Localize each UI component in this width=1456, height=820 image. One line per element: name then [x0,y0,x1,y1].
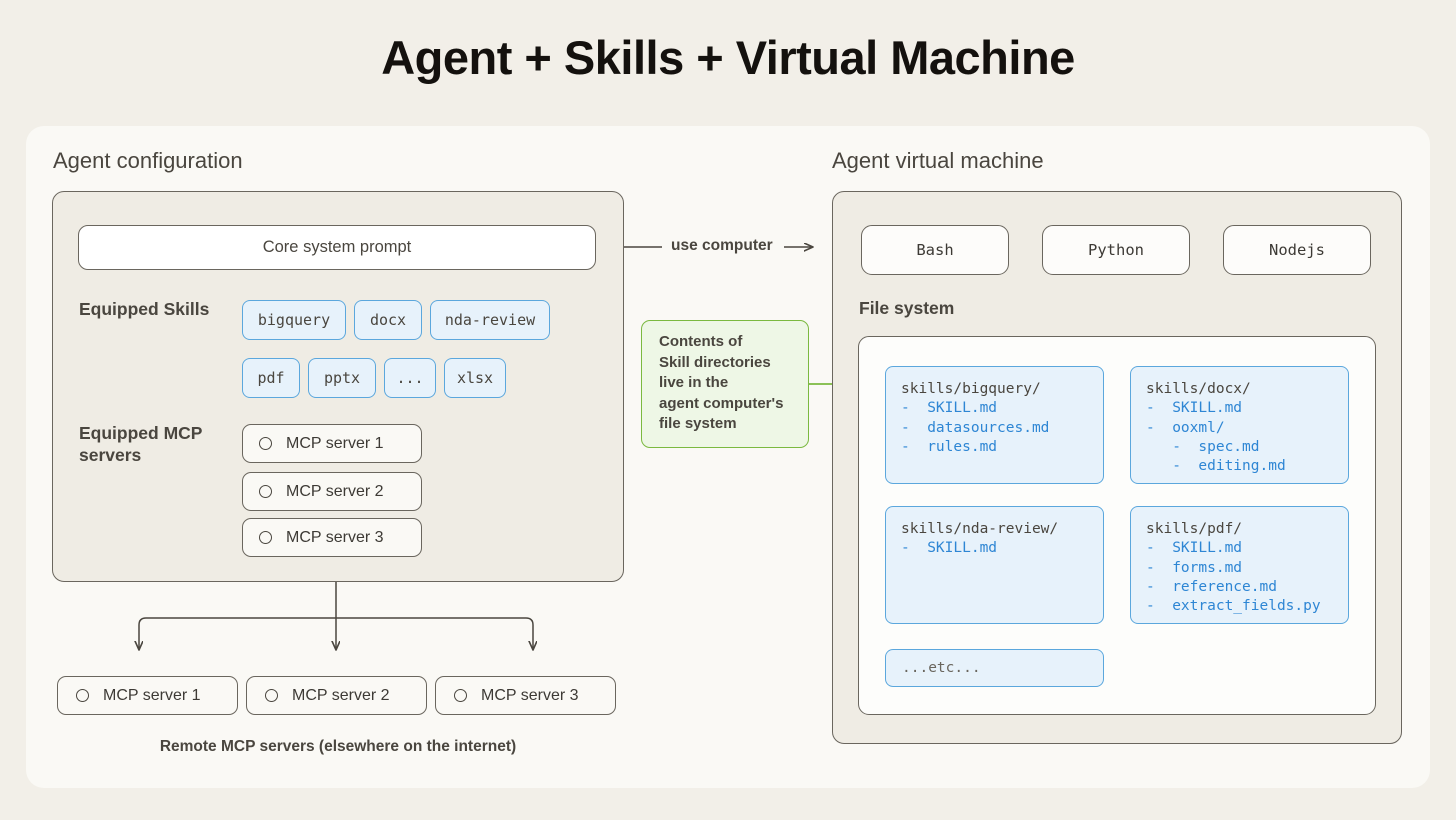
runtime-chip[interactable]: Nodejs [1223,225,1371,275]
skill-chip[interactable]: nda-review [430,300,550,340]
equipped-mcp-server-label: MCP server 1 [286,434,384,452]
skill-directory-file: - SKILL.md [901,400,998,417]
skill-chip[interactable]: pptx [308,358,376,398]
equipped-mcp-servers-label: Equipped MCP servers [79,423,203,465]
skill-directory-card: skills/docx/ - SKILL.md - ooxml/ - spec.md… [1130,366,1349,484]
skill-directory-file: - editing.md [1146,458,1286,475]
skill-directory-file: - SKILL.md [901,540,998,557]
remote-mcp-server-row[interactable]: MCP server 2 [246,676,427,715]
remote-mcp-caption: Remote MCP servers (elsewhere on the int… [159,738,517,755]
skill-directory-file: - datasources.md [901,419,1050,436]
equipped-skills-label: Equipped Skills [79,299,210,319]
remote-mcp-server-label: MCP server 1 [103,686,201,704]
runtime-chip[interactable]: Python [1042,225,1190,275]
equipped-mcp-server-row[interactable]: MCP server 3 [242,518,422,557]
equipped-mcp-server-row[interactable]: MCP server 1 [242,424,422,463]
equipped-mcp-server-label: MCP server 3 [286,528,384,546]
skill-directory-file: - SKILL.md [1146,540,1243,557]
runtime-chip[interactable]: Bash [861,225,1009,275]
mcp-server-circle-icon [265,689,278,702]
skill-directory-file: - forms.md [1146,559,1243,576]
skill-directory-file: - ooxml/ [1146,419,1225,436]
skill-directory-file: - rules.md [901,438,998,455]
mcp-server-circle-icon [76,689,89,702]
skill-directory-file: - SKILL.md [1146,400,1243,417]
skill-directory-file: - extract_fields.py [1146,598,1321,615]
file-system-label: File system [859,298,955,318]
skill-directory-path: skills/nda-review/ [901,521,1059,537]
skill-chip[interactable]: docx [354,300,422,340]
remote-mcp-server-row[interactable]: MCP server 1 [57,676,238,715]
agent-virtual-machine-heading: Agent virtual machine [832,148,1044,173]
skill-directory-file: - reference.md [1146,578,1277,595]
skill-directory-card: skills/bigquery/ - SKILL.md - datasources.… [885,366,1104,484]
mcp-server-circle-icon [259,485,272,498]
skill-chip[interactable]: bigquery [242,300,346,340]
remote-mcp-server-label: MCP server 2 [292,686,390,704]
etc-card: ...etc... [885,649,1104,687]
remote-mcp-server-label: MCP server 3 [481,686,579,704]
skill-directory-card: skills/nda-review/ - SKILL.md [885,506,1104,624]
core-system-prompt-box[interactable]: Core system prompt [78,225,596,270]
mcp-server-circle-icon [259,531,272,544]
page-title: Agent + Skills + Virtual Machine [381,31,1075,84]
skill-directory-file: - spec.md [1146,438,1260,455]
remote-mcp-server-row[interactable]: MCP server 3 [435,676,616,715]
agent-configuration-heading: Agent configuration [53,148,243,173]
skill-directory-path: skills/bigquery/ [901,381,1041,397]
skill-directories-callout: Contents of Skill directories live in th… [641,320,809,448]
mcp-server-circle-icon [259,437,272,450]
equipped-mcp-server-label: MCP server 2 [286,482,384,500]
skill-chip[interactable]: ... [384,358,436,398]
mcp-server-circle-icon [454,689,467,702]
equipped-mcp-server-row[interactable]: MCP server 2 [242,472,422,511]
skill-chip[interactable]: xlsx [444,358,506,398]
use-computer-label: use computer [671,237,773,254]
skill-directory-card: skills/pdf/ - SKILL.md - forms.md - referen… [1130,506,1349,624]
skill-directory-path: skills/docx/ [1146,381,1251,397]
skill-directory-path: skills/pdf/ [1146,521,1243,537]
skill-chip[interactable]: pdf [242,358,300,398]
